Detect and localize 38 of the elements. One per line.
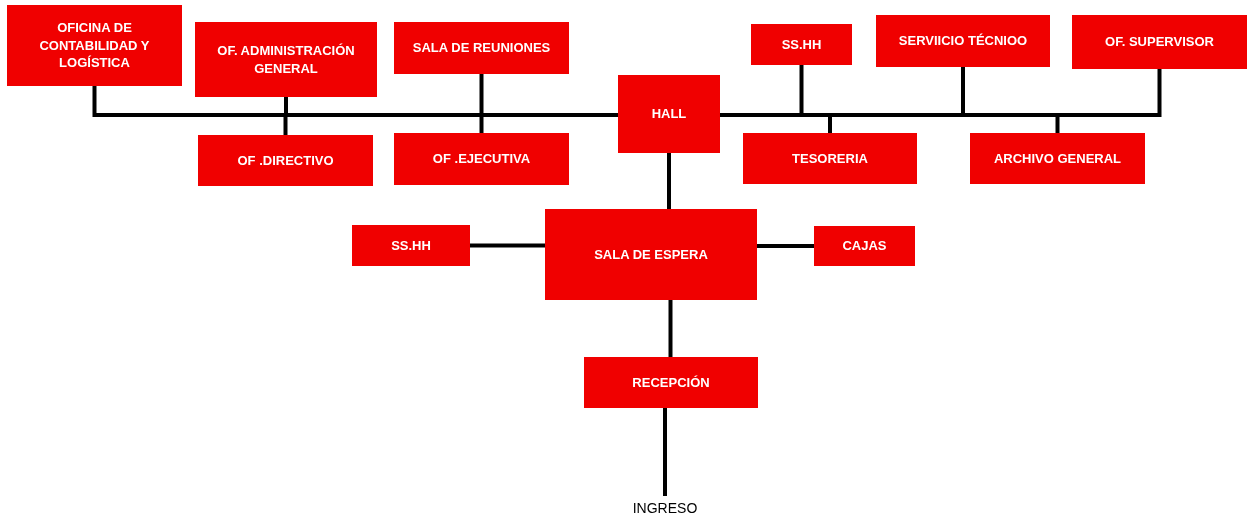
connector-line (479, 113, 618, 133)
connector-line (470, 243, 545, 248)
room-box (394, 22, 569, 74)
room-label: OF. SUPERVISOR (1105, 33, 1214, 51)
room-label: SS.HH (391, 236, 431, 255)
connector-line (720, 69, 1162, 117)
room-box (394, 133, 569, 185)
room-box (195, 22, 377, 97)
room-label: SS.HH (781, 35, 822, 54)
room-label: OF .EJECUTIVA (432, 150, 531, 168)
room-label: OFICINA DE CONTABILIDAD Y LOGÍSTICA (38, 19, 151, 72)
room-label: RECEPCIÓN (632, 373, 710, 392)
room-box (970, 133, 1145, 184)
connector-line (667, 153, 671, 209)
room-box (7, 5, 182, 86)
room-box (618, 75, 720, 153)
room-box (814, 226, 915, 266)
room-label: CAJAS (842, 237, 887, 255)
room-box (584, 357, 758, 408)
connector-line (757, 244, 814, 248)
room-label: ARCHIVO GENERAL (993, 149, 1122, 168)
room-box (198, 135, 373, 186)
room-label: SERVIICIO TÉCNIOO (898, 32, 1028, 50)
room-label: OF. ADMINISTRACIÓN GENERAL (216, 41, 356, 78)
room-box (751, 24, 852, 65)
connector-line (663, 408, 667, 496)
room-box (876, 15, 1050, 67)
room-box (1072, 15, 1247, 69)
entrance-label: INGRESO (632, 498, 698, 518)
room-label: SALA DE ESPERA (594, 245, 708, 264)
room-label: TESORERIA (792, 149, 868, 168)
room-box (545, 209, 757, 300)
room-label: OF .DIRECTIVO (237, 151, 334, 170)
room-label: SALA DE REUNIONES (412, 39, 551, 57)
room-box (743, 133, 917, 184)
room-label: HALL (651, 105, 687, 123)
connector-line (668, 300, 673, 357)
room-box (352, 225, 470, 266)
